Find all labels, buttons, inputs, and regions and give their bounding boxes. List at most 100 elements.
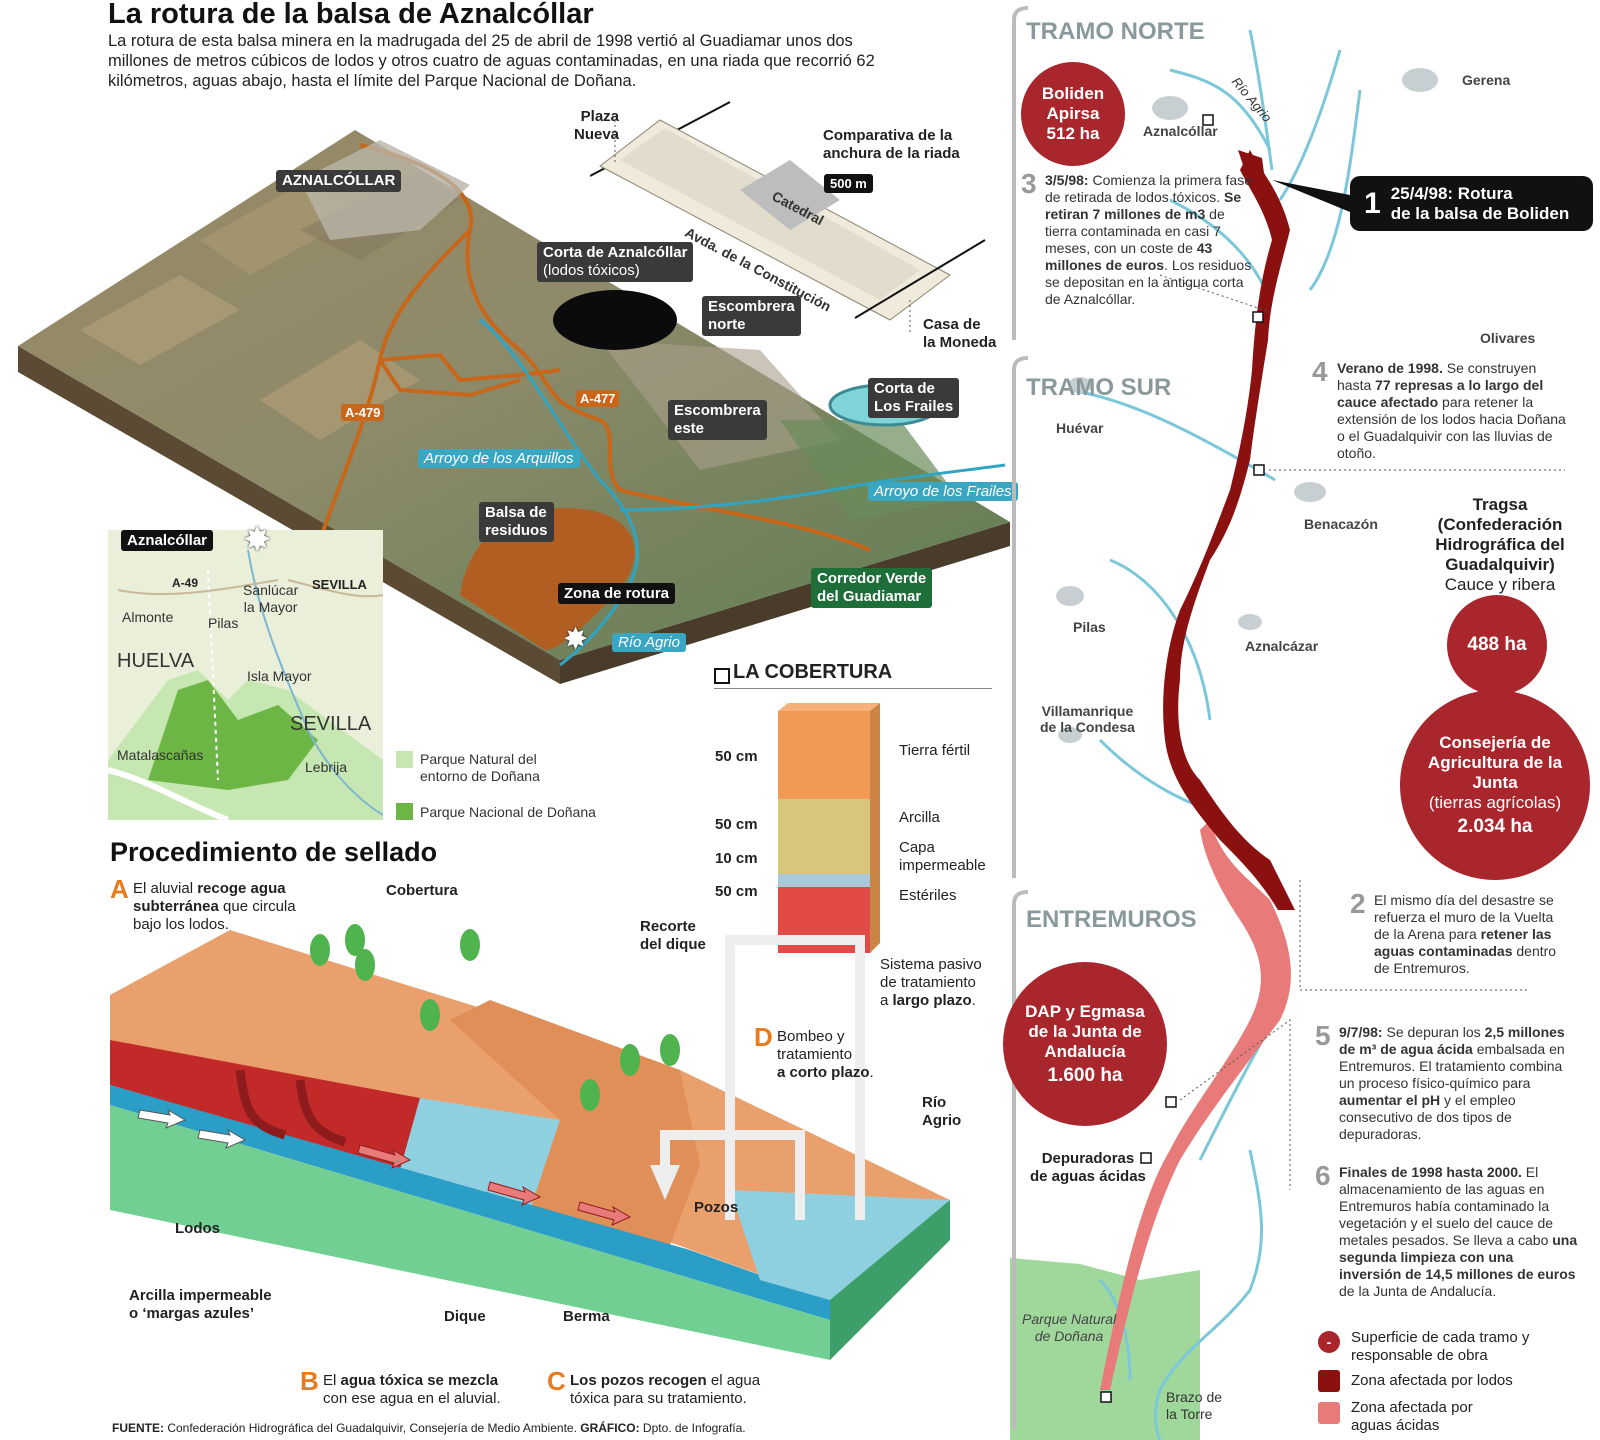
- text-run: residuos se depositan en la: [1045, 257, 1252, 290]
- text-run: recoge agua: [197, 880, 286, 897]
- almonte-label: Almonte: [122, 609, 174, 625]
- label-line: Zona afectada por: [1351, 1399, 1473, 1416]
- text-run: GRÁFICO:: [580, 1421, 640, 1435]
- label-line: la Moneda: [923, 334, 997, 351]
- scale-badge: 500 m: [824, 174, 873, 193]
- label-line: Balsa de: [485, 504, 547, 521]
- escombrera-este-tag: Escombrera este: [668, 400, 767, 440]
- event-3-text: 3/5/98: Comienza la primera fase de reti…: [1045, 172, 1255, 308]
- text-run: Entremuros.: [1393, 960, 1470, 976]
- text-run: . Los: [1164, 257, 1195, 273]
- text-run: tratamiento combina un proceso: [1339, 1058, 1563, 1091]
- locator-aznalcollar-tag: Aznalcóllar: [121, 530, 214, 551]
- label-line: (Confederación: [1437, 515, 1563, 534]
- aznalcollar-tag: AZNALCÓLLAR: [276, 170, 402, 192]
- label-line: de aguas ácidas: [1030, 1168, 1146, 1185]
- label-line: Parque Natural: [1022, 1311, 1117, 1327]
- label-line: Tragsa: [1472, 495, 1528, 514]
- event-number: 1: [1364, 186, 1381, 220]
- text-run: el agua: [706, 1372, 761, 1389]
- text-run: El mismo día del desastre: [1374, 892, 1536, 908]
- label-line: Escombrera: [708, 298, 795, 315]
- intro-line: La rotura de esta balsa minera en la mad…: [108, 32, 853, 50]
- corta-pit: [553, 290, 677, 350]
- label-line: Parque Natural del: [420, 751, 537, 767]
- legend-surface-swatch: -: [1318, 1331, 1340, 1353]
- text-run: metales pesados. Se lleva a cabo: [1339, 1232, 1549, 1248]
- cobertura-column: [778, 703, 880, 953]
- text-run: contaminada en casi 7: [1080, 223, 1221, 239]
- area-value: 512 ha: [1046, 124, 1100, 143]
- sellado-cross-section: [110, 924, 950, 1360]
- event-text: 25/4/98: Rotura de la balsa de Boliden: [1391, 184, 1570, 224]
- boliden-circle: Boliden Apirsa 512 ha: [1021, 62, 1125, 166]
- legend-natural-label: Parque Natural del entorno de Doñana: [420, 751, 540, 785]
- label-line: Los pozos recogen el agua: [570, 1372, 760, 1390]
- text-run: antigua corta de Aznalcóllar.: [1045, 274, 1244, 307]
- event-4-number: 4: [1312, 356, 1328, 387]
- text-run: tóxicos.: [1172, 189, 1225, 205]
- label-line: Villamanrique: [1041, 703, 1134, 719]
- source-line: FUENTE: Confederación Hidrográfica del G…: [112, 1421, 746, 1435]
- escombrera-norte-tag: Escombrera norte: [702, 296, 801, 336]
- text-run: El: [1521, 1164, 1539, 1180]
- width-comparison-strip: [590, 101, 986, 335]
- label-line: tratamiento: [777, 1046, 853, 1063]
- text-run: físico-químico para: [1412, 1075, 1531, 1091]
- label-line: con ese agua en el aluvial.: [323, 1390, 501, 1407]
- sanlucar-label: Sanlúcar la Mayor: [243, 582, 298, 616]
- benacazon-label: Benacazón: [1304, 516, 1378, 532]
- event-5-text: 9/7/98: Se depuran los 2,5 millones de m…: [1339, 1024, 1574, 1143]
- text-run: meses, con un coste de: [1045, 240, 1197, 256]
- entremuros-heading: ENTREMUROS: [1026, 906, 1197, 933]
- event-5-number: 5: [1315, 1020, 1331, 1051]
- text-run: la extensión de los lodos hacia: [1337, 394, 1534, 427]
- label-line: a corto plazo.: [777, 1064, 874, 1082]
- text-run: millones de m3: [1104, 206, 1206, 222]
- aznalcazar-label: Aznalcázar: [1245, 638, 1319, 654]
- balsa-tag: Balsa de residuos: [479, 502, 554, 542]
- label-line: este: [674, 420, 705, 437]
- area-value: 1.600 ha: [1047, 1065, 1123, 1086]
- text-run: a corto plazo: [777, 1064, 870, 1081]
- rio-agrio-callout: Río Agrio: [922, 1094, 961, 1130]
- text-run: millones de euros: [1045, 257, 1165, 273]
- text-run: contaminadas: [1418, 943, 1513, 959]
- cobertura-thickness-3: 10 cm: [715, 850, 758, 867]
- text-run: lluvias de otoño.: [1337, 428, 1553, 461]
- label-line: a largo plazo.: [880, 992, 982, 1010]
- event-6-text: Finales de 1998 hasta 2000. El almacenam…: [1339, 1164, 1579, 1300]
- isla-mayor-label: Isla Mayor: [247, 668, 312, 684]
- cobertura-layer-1: Tierra fértil: [899, 742, 971, 759]
- event-3-number: 3: [1021, 168, 1037, 199]
- matalascanas-label: Matalascañas: [117, 747, 204, 763]
- label-line: Corta de Aznalcóllar: [543, 244, 688, 261]
- cobertura-layer-2: Arcilla: [899, 809, 940, 826]
- aznalcollar-label: Aznalcóllar: [1143, 123, 1218, 139]
- legend-lodos-swatch: [1318, 1370, 1340, 1392]
- burst-icon: ✸: [563, 623, 589, 656]
- text-run: se refuerza el muro de la: [1374, 892, 1554, 925]
- label-line: Depuradoras: [1041, 1150, 1135, 1167]
- label-line: de la Junta de: [1028, 1022, 1142, 1041]
- label-line: (tierras agrícolas): [1428, 793, 1562, 812]
- brazo-torre-label: Brazo de la Torre: [1166, 1389, 1222, 1423]
- corta-tag: Corta de Aznalcóllar (lodos tóxicos): [537, 242, 694, 282]
- text-run: El: [323, 1372, 341, 1389]
- cobertura-thickness-4: 50 cm: [715, 883, 758, 900]
- text-run: Se retiran 7: [1045, 189, 1242, 222]
- burst-icon: ✸: [243, 521, 272, 559]
- label-line: Recorte: [640, 918, 696, 935]
- cobertura-thickness-2: 50 cm: [715, 816, 758, 833]
- pilas-label: Pilas: [208, 615, 239, 631]
- sellado-title: Procedimiento de sellado: [110, 837, 438, 867]
- event-6-number: 6: [1315, 1160, 1331, 1191]
- locator-map: [108, 530, 383, 820]
- text-run: Doñana o el Guadalquivir con las: [1337, 411, 1566, 444]
- sevilla-prov-label: SEVILLA: [290, 713, 372, 735]
- text-run: Verano de 1998.: [1337, 360, 1443, 376]
- label-line: Bombeo y: [777, 1028, 845, 1045]
- label-line: Superficie de cada tramo y: [1351, 1329, 1530, 1346]
- text-run: dentro de: [1374, 943, 1557, 976]
- cobertura-layer-4: Estériles: [899, 887, 957, 904]
